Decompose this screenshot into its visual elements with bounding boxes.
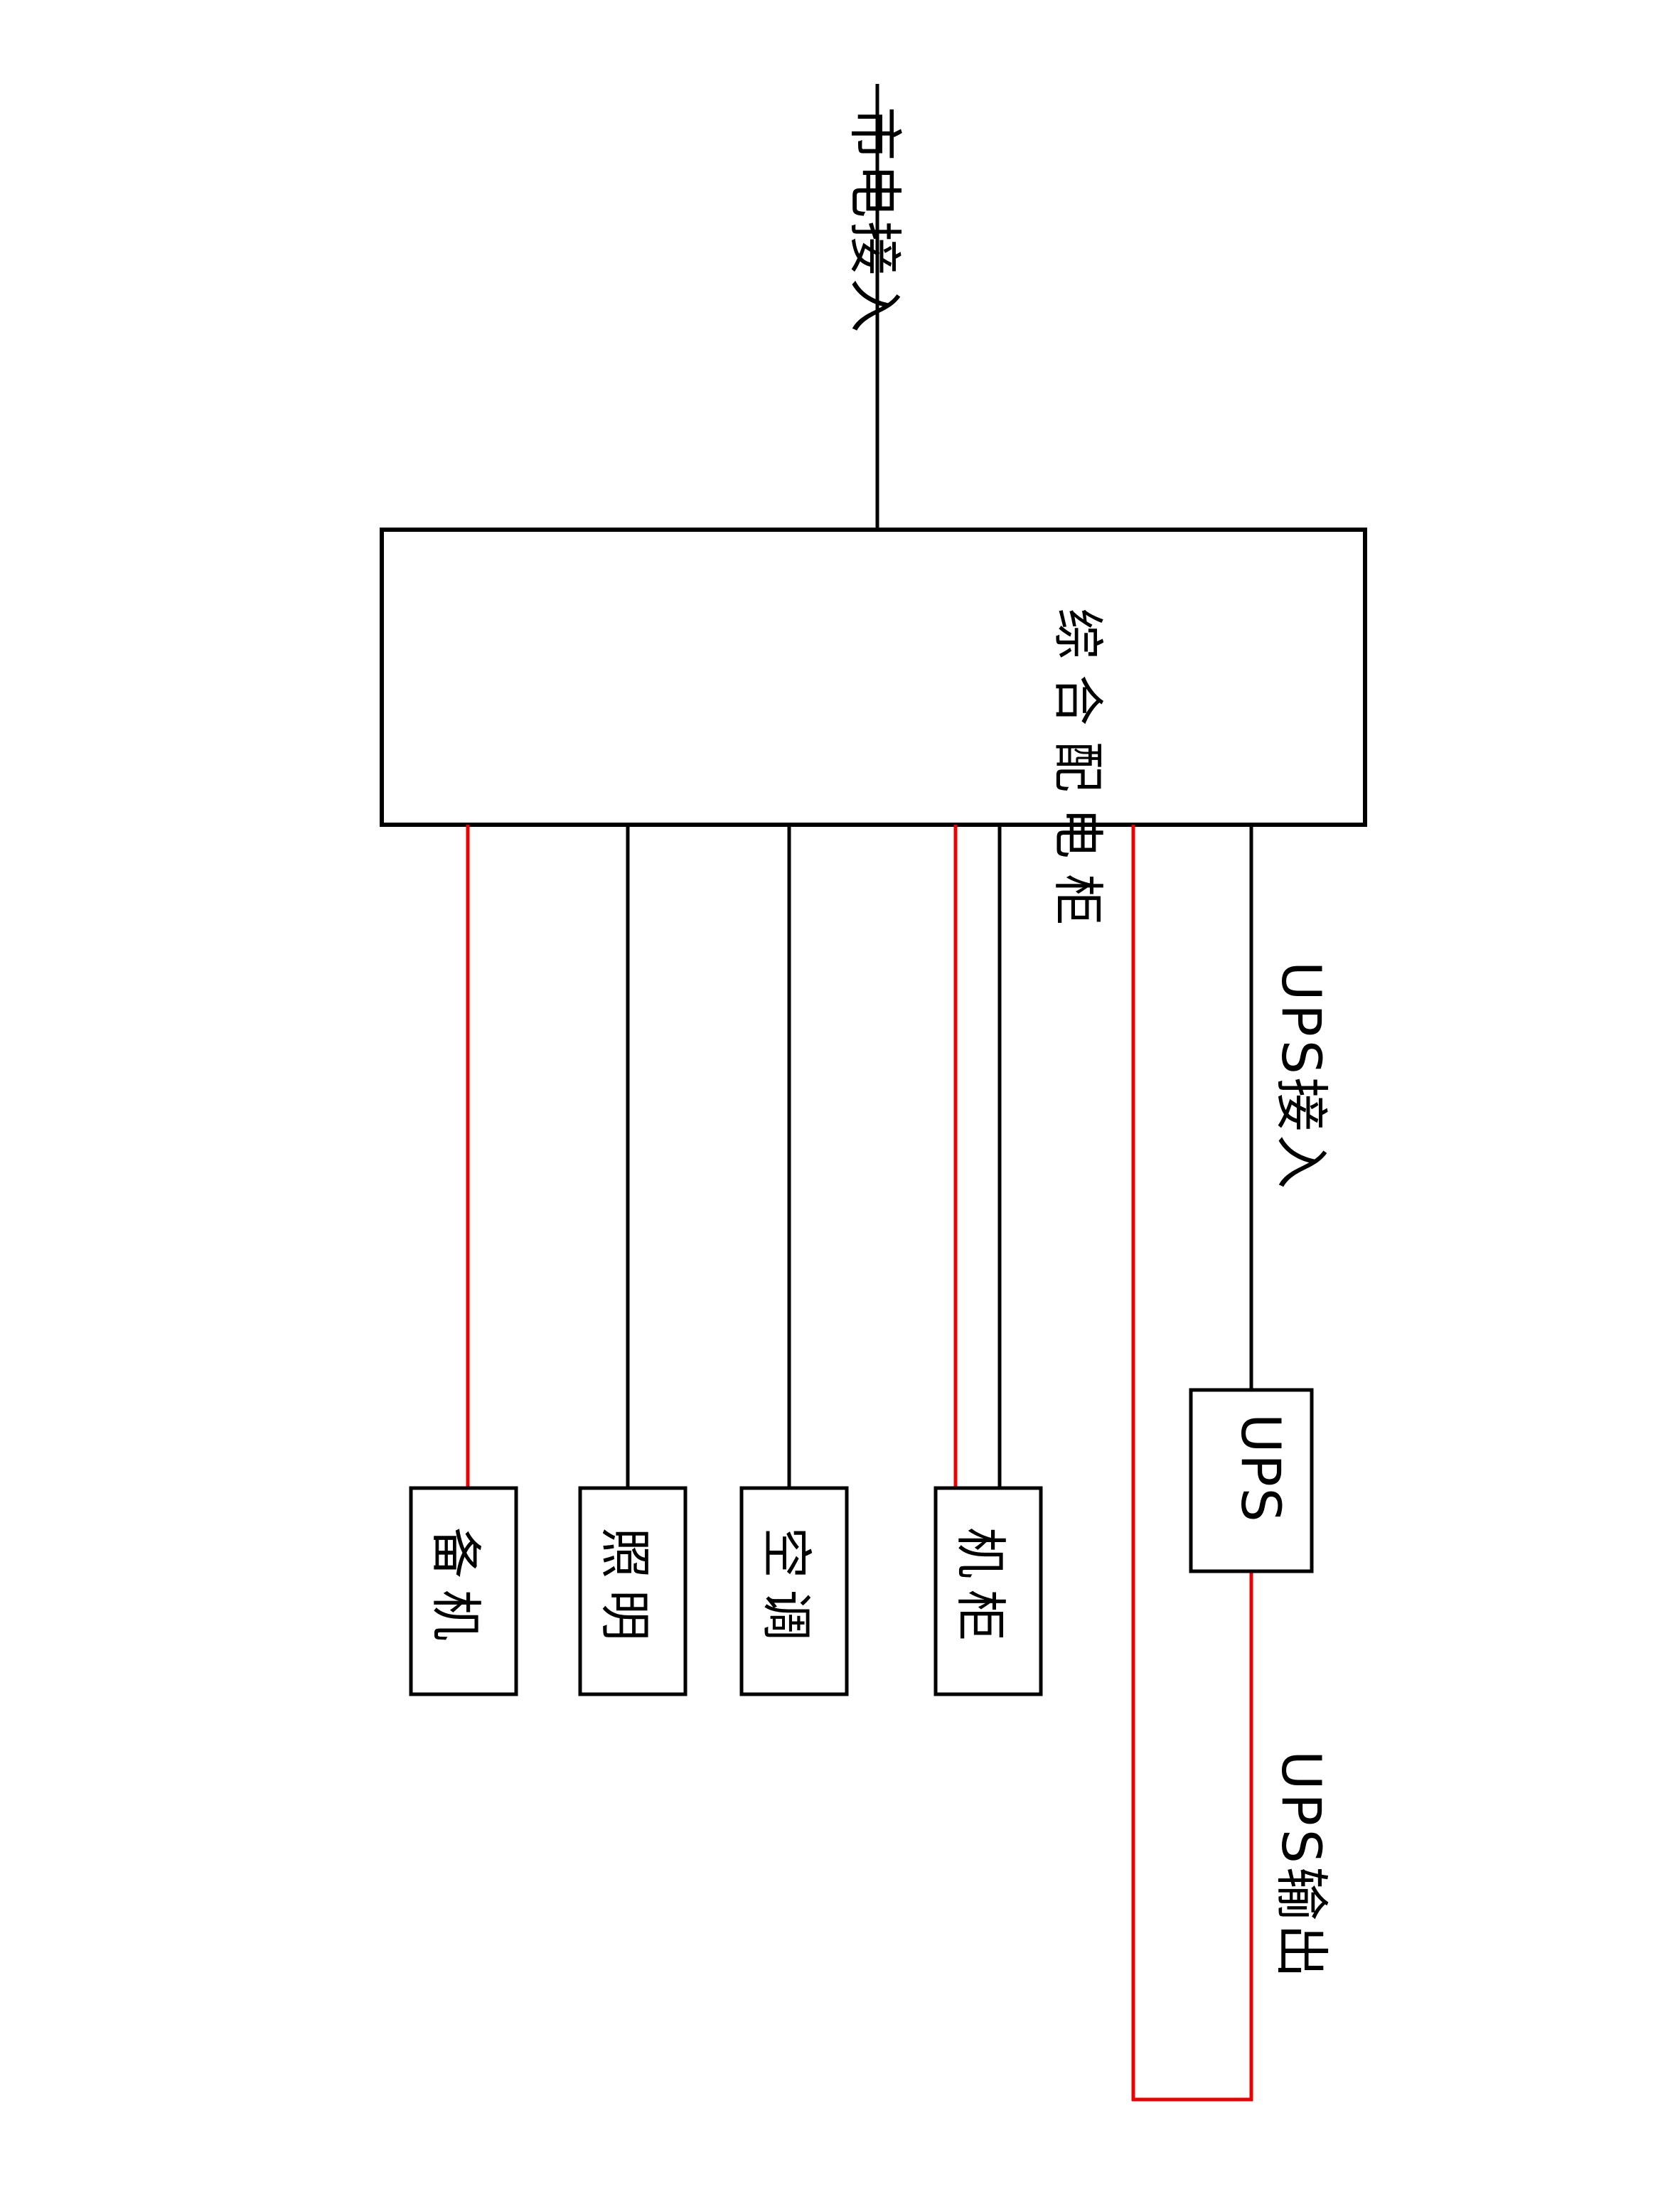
load-box-beiji[interactable] (409, 1486, 518, 1696)
ups-box[interactable] (1189, 1388, 1314, 1573)
load-label-zhaoming: 照明 (595, 1527, 655, 1652)
main-cabinet-label: 综合配电柜 (1048, 608, 1108, 941)
load-label-jigui: 机柜 (951, 1527, 1010, 1652)
ups-label: UPS (1229, 1413, 1293, 1524)
ups-input-label: UPS接入 (1270, 961, 1333, 1192)
load-label-kongtiao: 空调 (756, 1527, 816, 1652)
load-label-beiji: 备机 (426, 1527, 486, 1652)
load-box-kongtiao[interactable] (739, 1486, 849, 1696)
main-cabinet-box[interactable] (380, 528, 1367, 827)
mains-input-label: 市电接入 (843, 107, 906, 336)
ups-output-label: UPS输出 (1270, 1750, 1333, 1981)
load-box-jigui[interactable] (933, 1486, 1043, 1696)
load-box-zhaoming[interactable] (578, 1486, 687, 1696)
